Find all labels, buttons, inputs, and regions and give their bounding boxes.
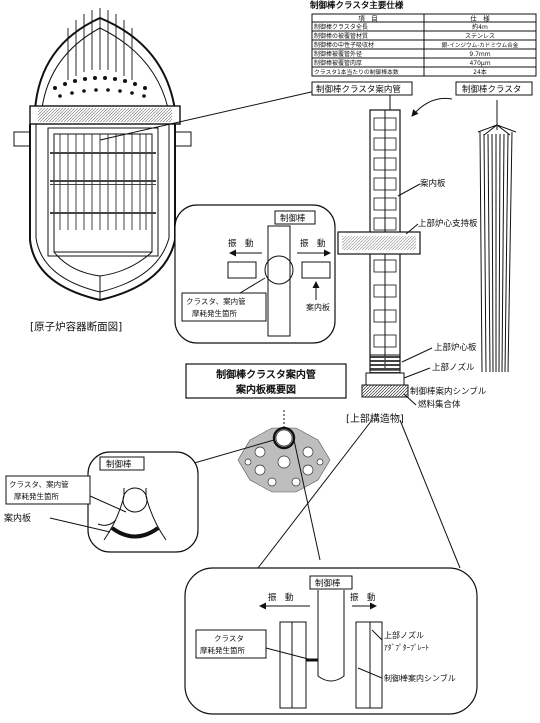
spec-row-value: ステンレス xyxy=(465,33,495,40)
callout1-plate-label: 案内板 xyxy=(306,302,330,312)
upper-structure-caption: [上部構造物] xyxy=(346,412,404,425)
callout3-nozzle-line1: 上部ノズル xyxy=(384,630,424,640)
spec-row-label: 制御棒の中性子吸収材 xyxy=(314,41,374,49)
guide-tube-label: 制御棒クラスタ案内管 xyxy=(316,84,401,95)
callout3-wear-line1: クラスタ xyxy=(214,634,244,643)
guide-tube-assembly: 制御棒クラスタ案内管 案内板 上部炉心支持板 上部炉心板 xyxy=(311,81,487,425)
spec-row-label: 制御棒被覆管肉厚 xyxy=(314,59,362,67)
callout2-wear-line1: クラスタ、案内管 xyxy=(9,479,69,489)
callout3-wear-line2: 摩耗発生箇所 xyxy=(200,645,245,655)
callout3-rod-label: 制御棒 xyxy=(315,578,341,589)
callout3-nozzle-line2: ｱﾀﾞﾌﾟﾀｰﾌﾟﾚｰﾄ xyxy=(384,643,429,652)
spec-row-label: クラスタ1本当たりの制御棒本数 xyxy=(314,68,399,76)
cluster-label: 制御棒クラスタ xyxy=(462,84,521,95)
callout3-vibration-right: 振 動 xyxy=(350,592,376,603)
fuel-assembly-label: 燃料集合体 xyxy=(418,399,461,410)
guide-plate-label: 案内板 xyxy=(420,178,446,189)
upper-core-support-label: 上部炉心支持板 xyxy=(418,218,478,229)
spec-row-value: 470μm xyxy=(469,60,490,67)
callout-guide-plate-plan: 制御棒 クラスタ、案内管 摩耗発生箇所 案内板 xyxy=(4,451,199,553)
spec-row-value: 約4m xyxy=(472,23,488,31)
spec-row-value: 9.7mm xyxy=(469,51,490,58)
callout3-thimble-label: 制御棒案内シンブル xyxy=(384,673,456,683)
thimble-label: 制御棒案内シンブル xyxy=(410,386,487,397)
overview-caption: 制御棒クラスタ案内管 案内板概要図 xyxy=(185,363,347,399)
callout1-wear-line2: 摩耗発生箇所 xyxy=(192,308,237,318)
spec-header-value: 仕 様 xyxy=(470,14,490,23)
overview-caption-line2: 案内板概要図 xyxy=(235,383,296,396)
spec-row-value: 銀-インジウム-カドミウム合金 xyxy=(442,41,519,49)
vessel-caption: [原子炉容器断面図] xyxy=(30,320,122,333)
spec-row-value: 24本 xyxy=(473,68,487,76)
callout1-rod-label: 制御棒 xyxy=(280,213,306,224)
callout2-rod-label: 制御棒 xyxy=(106,459,132,470)
callout1-wear-line1: クラスタ、案内管 xyxy=(186,296,246,306)
callout3-vibration-left: 振 動 xyxy=(268,592,294,603)
control-rod-cluster-drawing: 制御棒クラスタ xyxy=(411,81,533,373)
callout2-plate-label: 案内板 xyxy=(4,512,31,524)
callout-guide-plate-top: 制御棒 振 動 振 動 クラスタ、案内管 摩耗発生箇所 案内板 xyxy=(174,204,336,344)
guide-plate-plan xyxy=(169,410,331,561)
callout2-wear-line2: 摩耗発生箇所 xyxy=(14,491,59,501)
upper-nozzle-label: 上部ノズル xyxy=(432,362,475,373)
spec-row-label: 制御棒被覆管外径 xyxy=(314,50,362,58)
overview-caption-line1: 制御棒クラスタ案内管 xyxy=(216,368,316,381)
spec-row-label: 制御棒の被覆管材質 xyxy=(314,32,368,40)
spec-table-title: 制御棒クラスタ主要仕様 xyxy=(310,0,404,11)
spec-table: 制御棒クラスタ主要仕様 項 目 仕 様 制御棒クラスタ全長 約4m 制御棒の被覆… xyxy=(310,0,537,77)
upper-core-plate-label: 上部炉心板 xyxy=(434,342,477,353)
spec-row-label: 制御棒クラスタ全長 xyxy=(314,23,368,31)
spec-header-item: 項 目 xyxy=(358,15,378,23)
callout1-vibration-left: 振 動 xyxy=(228,238,254,249)
callout1-vibration-right: 振 動 xyxy=(300,238,326,249)
reactor-vessel-drawing: [原子炉容器断面図] xyxy=(13,8,321,333)
callout-upper-nozzle: 制御棒 振 動 振 動 クラスタ 摩耗発生箇所 上部ノズル ｱﾀﾞﾌﾟﾀｰﾌﾟﾚ… xyxy=(184,419,478,715)
